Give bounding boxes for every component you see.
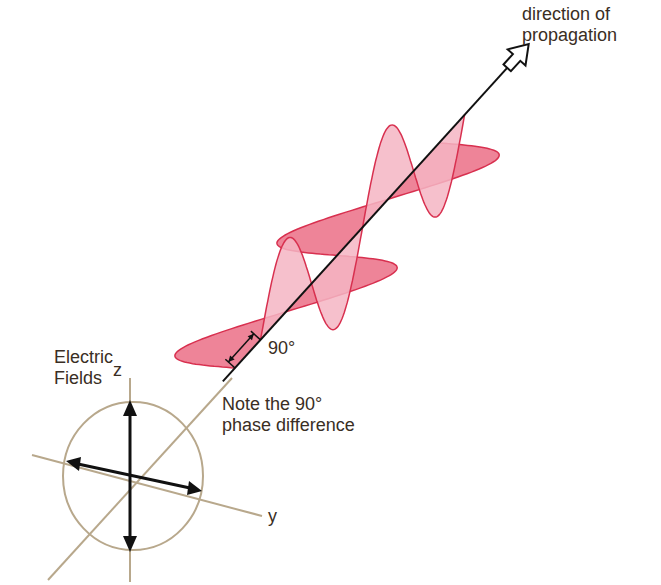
note-label: Note the 90° phase difference xyxy=(222,394,368,436)
field-arrows xyxy=(66,400,202,552)
phase-marker-part xyxy=(248,334,254,340)
phase-marker xyxy=(225,331,260,368)
axis-name: y xyxy=(268,506,277,527)
phase-marker-part xyxy=(228,334,254,362)
phase-marker-part xyxy=(228,356,234,362)
propagation-axis-small xyxy=(48,378,232,580)
propagation-axis xyxy=(223,68,507,382)
propagation-arrow xyxy=(504,44,529,71)
y-axis xyxy=(32,455,262,516)
direction-label: direction of propagation xyxy=(522,4,647,46)
phase-angle: 90° xyxy=(268,338,295,359)
field-circle xyxy=(63,402,203,550)
axis-name: z xyxy=(113,360,122,381)
